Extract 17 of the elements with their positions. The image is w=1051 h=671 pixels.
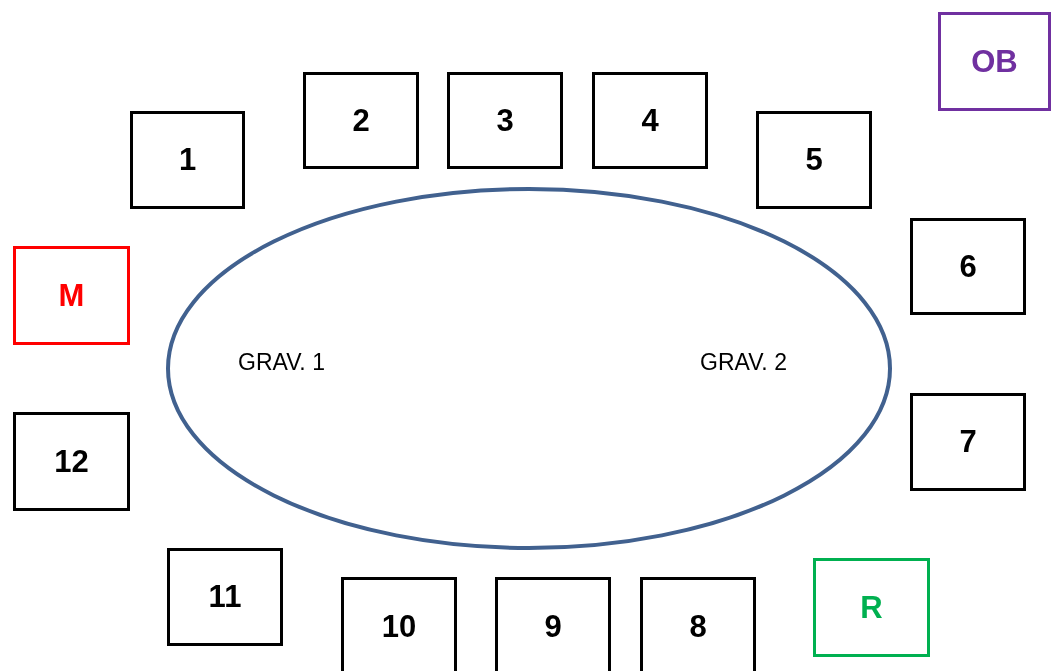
label-box: 3 [447, 72, 563, 169]
label-box: 10 [341, 577, 457, 671]
label-box: 8 [640, 577, 756, 671]
label-box: OB [938, 12, 1051, 111]
label-box: 2 [303, 72, 419, 169]
label-box: 1 [130, 111, 245, 209]
label-box: 12 [13, 412, 130, 511]
label-box: 9 [495, 577, 611, 671]
label-box: R [813, 558, 930, 657]
label-box: 6 [910, 218, 1026, 315]
label-box: 5 [756, 111, 872, 209]
label-box: 4 [592, 72, 708, 169]
label-box: 11 [167, 548, 283, 646]
oval-label: GRAV. 1 [238, 349, 325, 376]
label-box: 7 [910, 393, 1026, 491]
label-box: M [13, 246, 130, 345]
oval-label: GRAV. 2 [700, 349, 787, 376]
